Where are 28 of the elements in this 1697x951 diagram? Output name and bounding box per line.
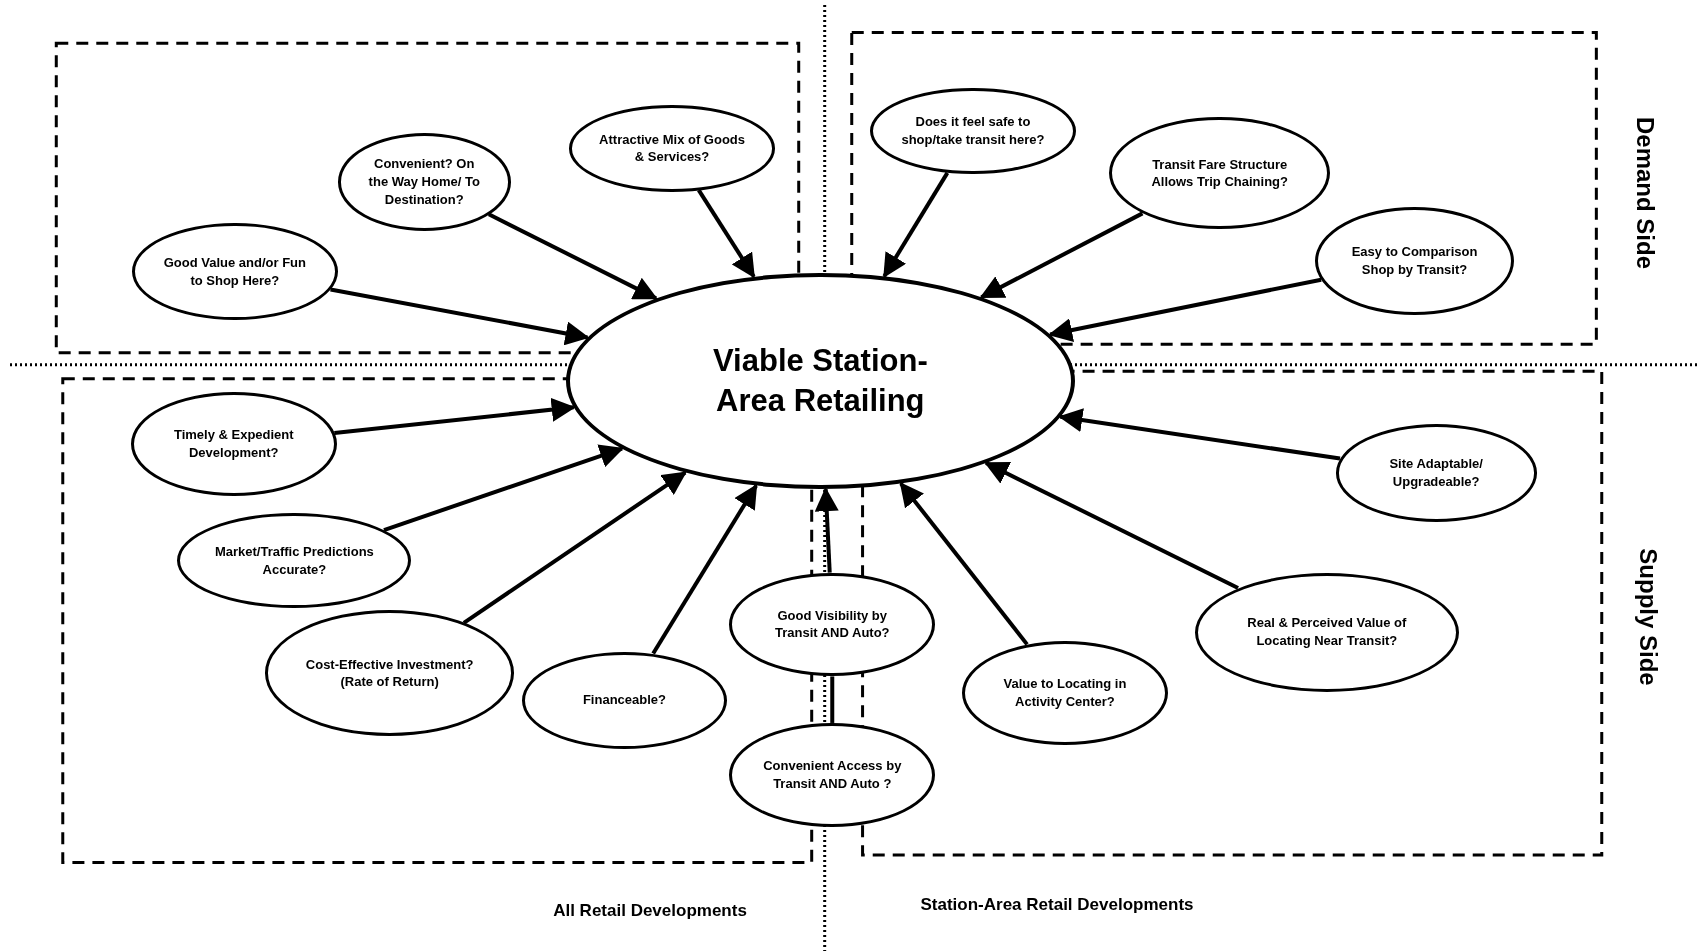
arrow (334, 397, 576, 435)
arrow (462, 471, 687, 625)
question-text: Timely & Expedient Development? (172, 426, 295, 462)
column-label: All Retail Developments (553, 900, 747, 923)
arrow (1058, 408, 1341, 461)
goal-text: Viable Station-Area Retailing (711, 341, 929, 420)
question-text: Market/Traffic Predictions Accurate? (213, 543, 375, 579)
question-text: Real & Perceived Value of Locating Near Transit? (1246, 614, 1408, 650)
arrow (984, 461, 1239, 590)
arrow (814, 487, 839, 573)
column-label: Station-Area Retail Developments (920, 894, 1194, 917)
side-label: Supply Side (1634, 548, 1663, 686)
question-text: Transit Fare Structure Allows Trip Chaining? (1150, 155, 1289, 191)
question-text: Financeable? (581, 691, 667, 709)
arrow (383, 444, 624, 532)
side-label: Demand Side (1631, 117, 1660, 269)
question-text: Does it feel safe to shop/take transit here? (900, 113, 1046, 149)
question-text: Convenient Access by Transit AND Auto ? (762, 757, 903, 793)
question-text: Site Adaptable/ Upgradeable? (1388, 455, 1484, 491)
arrow (979, 211, 1144, 299)
question-text: Value to Locating in Activity Center? (1002, 675, 1128, 711)
arrow (487, 212, 658, 301)
question-text: Convenient? On the Way Home/ To Destination? (367, 155, 481, 209)
question-text: Cost-Effective Investment? (Rate of Return) (304, 655, 475, 691)
question-text: Good Value and/or Fun to Shop Here? (162, 254, 307, 290)
question-text: Good Visibility by Transit AND Auto? (773, 606, 891, 642)
question-text: Attractive Mix of Goods & Services? (598, 130, 747, 166)
question-text: Easy to Comparison Shop by Transit? (1350, 243, 1479, 279)
